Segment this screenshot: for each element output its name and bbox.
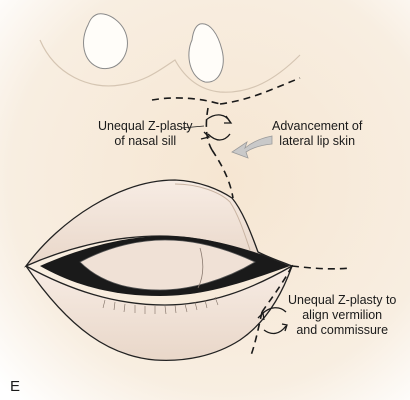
nose-base [39, 39, 301, 93]
lateral-lip-label-line1: Advancement of [272, 119, 363, 133]
left-nostril [83, 13, 128, 70]
lateral-lip-label-line2: lateral lip skin [279, 134, 356, 148]
nasal-sill-leader [181, 125, 205, 129]
advancement-arrow [231, 135, 273, 159]
vermilion-label-line1: Unequal Z-plasty to [288, 293, 397, 307]
tongue-midline [197, 247, 204, 289]
incision-lines [151, 77, 351, 359]
nasal-sill-label-line2: of nasal sill [114, 134, 177, 148]
panel-letter: E [10, 378, 21, 395]
nasal-sill-label: Unequal Z-plasty of nasal sill [98, 119, 193, 149]
vermilion-label: Unequal Z-plasty to align vermilion and … [288, 293, 396, 338]
vermilion-label-line3: and commissure [296, 323, 389, 337]
lateral-lip-label: Advancement of lateral lip skin [272, 119, 362, 149]
vermilion-label-line2: align vermilion [302, 308, 383, 322]
lower-lip-texture [102, 296, 219, 315]
nasal-sill-label-line1: Unequal Z-plasty [98, 119, 193, 133]
vermilion-arrows [257, 307, 288, 335]
nasal-sill-arrows [200, 114, 233, 141]
lower-lip [25, 264, 294, 362]
right-nostril [188, 23, 224, 83]
upper-lip-vermilion [174, 183, 251, 251]
tongue [79, 239, 256, 291]
